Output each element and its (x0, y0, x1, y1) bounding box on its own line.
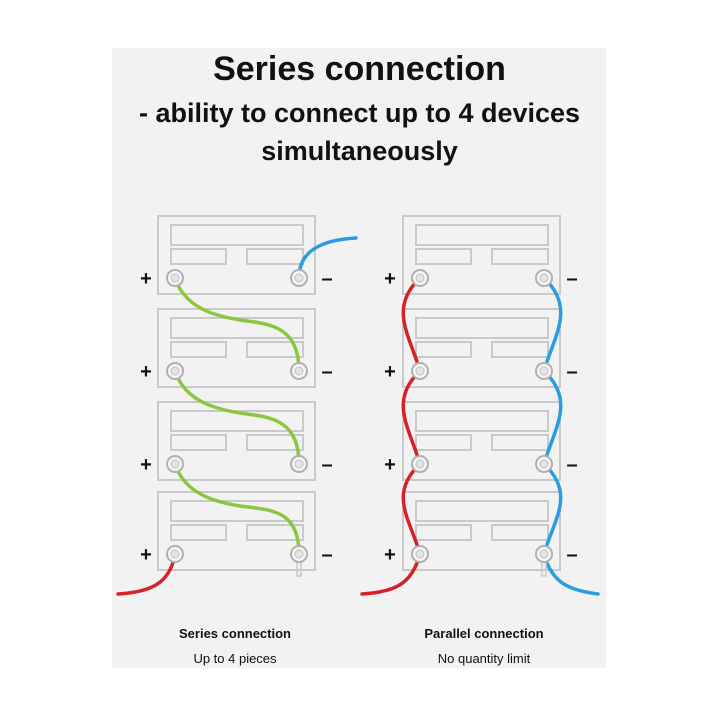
parallel-device-3 (402, 401, 561, 481)
device-display-window (415, 224, 549, 246)
device-body (157, 401, 316, 481)
parallel-caption-title: Parallel connection (424, 626, 544, 641)
parallel-device-4 (402, 491, 561, 571)
series-negative-terminal-4-inner (294, 549, 304, 559)
device-label-left (415, 524, 472, 541)
device-body (157, 491, 316, 571)
parallel-plus-sign-4: + (384, 544, 396, 566)
series-negative-terminal-2-inner (294, 366, 304, 376)
parallel-caption-subtitle: No quantity limit (437, 651, 531, 666)
device-label-right (491, 434, 549, 451)
series-minus-sign-2: – (321, 361, 332, 383)
series-minus-sign-3: – (321, 454, 332, 476)
parallel-positive-terminal-4-inner (415, 549, 425, 559)
series-link-wire-1 (173, 276, 301, 373)
parallel-negative-jumper-2 (542, 369, 563, 466)
device-label-left (415, 341, 472, 358)
series-positive-terminal-2-inner (170, 366, 180, 376)
parallel-device-stack (402, 215, 561, 571)
series-minus-sign-1: – (321, 268, 332, 290)
series-link-wire-3 (173, 462, 301, 556)
parallel-minus-sign-3: – (566, 454, 577, 476)
parallel-plus-sign-3: + (384, 454, 396, 476)
series-positive-terminal-3-inner (170, 459, 180, 469)
series-plus-sign-1: + (140, 268, 152, 290)
parallel-negative-jumper-1 (542, 276, 563, 373)
parallel-device-1 (402, 215, 561, 295)
parallel-minus-sign-1: – (566, 268, 577, 290)
parallel-positive-jumper-3 (401, 462, 422, 556)
device-label-right (246, 524, 304, 541)
device-label-left (170, 248, 227, 265)
series-device-1 (157, 215, 316, 295)
parallel-negative-terminal-3-inner (539, 459, 549, 469)
series-device-stack (157, 215, 316, 571)
parallel-positive-jumper-1 (401, 276, 422, 373)
device-body (402, 308, 561, 388)
parallel-negative-terminal-1-inner (539, 273, 549, 283)
parallel-negative-jumper-3 (542, 462, 563, 556)
subtitle-line-2: simultaneously (261, 136, 458, 166)
parallel-device-2 (402, 308, 561, 388)
series-negative-terminal-3-inner (294, 459, 304, 469)
parallel-positive-terminal-1-inner (415, 273, 425, 283)
series-positive-terminal-1-inner (170, 273, 180, 283)
device-label-right (491, 524, 549, 541)
device-label-right (491, 341, 549, 358)
device-label-right (246, 248, 304, 265)
series-negative-terminal-1-inner (294, 273, 304, 283)
device-label-left (415, 434, 472, 451)
parallel-plus-sign-2: + (384, 361, 396, 383)
parallel-negative-terminal-4-inner (539, 549, 549, 559)
device-label-right (246, 434, 304, 451)
parallel-positive-terminal-3-inner (415, 459, 425, 469)
device-body (402, 401, 561, 481)
parallel-minus-sign-2: – (566, 361, 577, 383)
device-display-window (415, 500, 549, 522)
parallel-negative-terminal-2-inner (539, 366, 549, 376)
device-display-window (415, 410, 549, 432)
series-plus-sign-4: + (140, 544, 152, 566)
parallel-positive-terminal-2-inner (415, 366, 425, 376)
series-caption-subtitle: Up to 4 pieces (193, 651, 277, 666)
series-positive-terminal-4-inner (170, 549, 180, 559)
device-label-left (170, 434, 227, 451)
page-title: Series connection (213, 50, 506, 88)
device-display-window (170, 224, 304, 246)
device-label-right (491, 248, 549, 265)
device-body (157, 308, 316, 388)
series-device-4 (157, 491, 316, 571)
device-label-left (170, 341, 227, 358)
series-minus-sign-4: – (321, 544, 332, 566)
parallel-positive-jumper-2 (401, 369, 422, 466)
device-label-left (415, 248, 472, 265)
device-label-right (246, 341, 304, 358)
terminal-markers: + – + – + – + – + – + – + – + – (140, 268, 577, 566)
series-link-wire-2 (173, 369, 301, 466)
series-plus-sign-3: + (140, 454, 152, 476)
device-display-window (415, 317, 549, 339)
parallel-plus-sign-1: + (384, 268, 396, 290)
series-caption-title: Series connection (179, 626, 291, 641)
parallel-minus-sign-4: – (566, 544, 577, 566)
device-body (402, 491, 561, 571)
device-body (157, 215, 316, 295)
device-label-left (170, 524, 227, 541)
device-display-window (170, 500, 304, 522)
series-plus-sign-2: + (140, 361, 152, 383)
subtitle-line-1: - ability to connect up to 4 devices (138, 98, 581, 128)
device-body (402, 215, 561, 295)
